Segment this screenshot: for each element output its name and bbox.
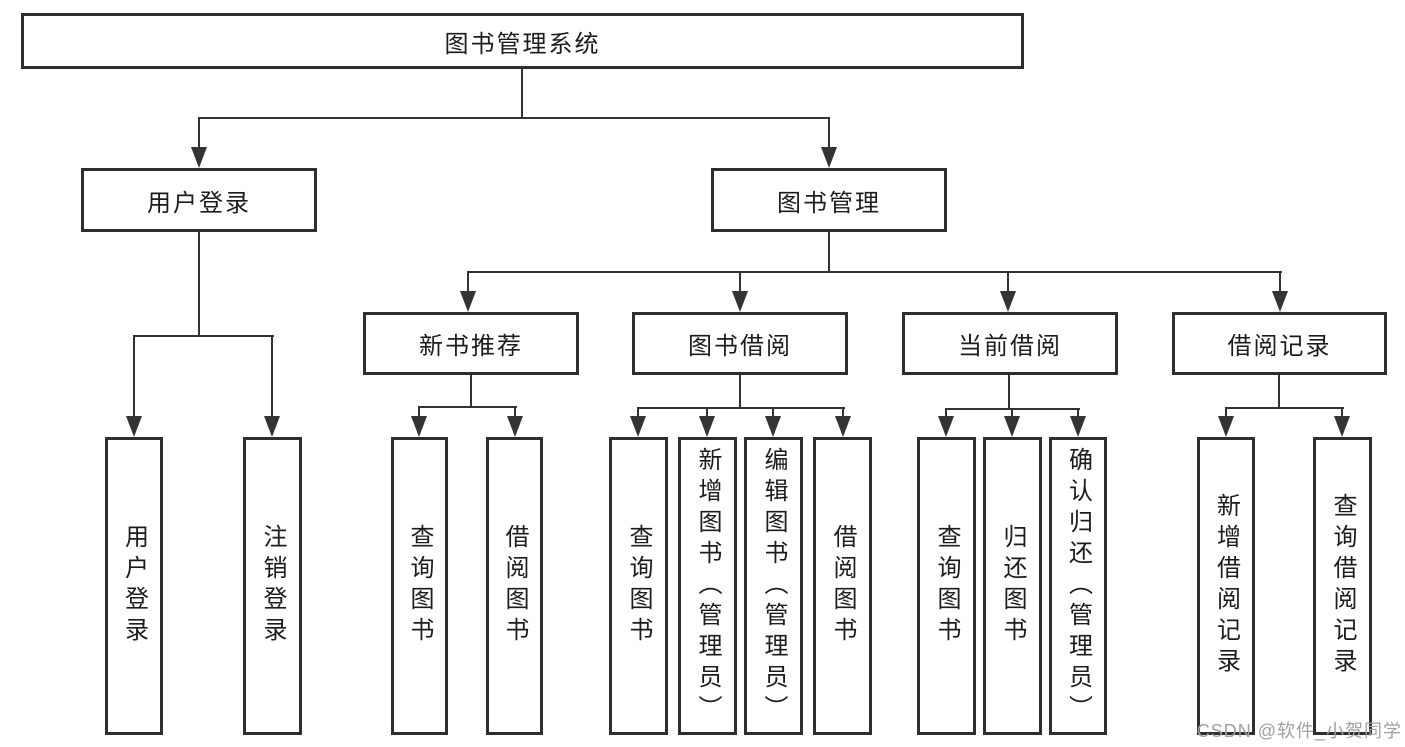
leaf-borrowing-edit-books-admin: 编辑图书（管理员） (744, 437, 803, 735)
connector-arrow-stem-br-query (1341, 407, 1343, 418)
leaf-user-login: 用户登录 (105, 437, 163, 735)
arrow-down-icon-logout-leaf (264, 416, 280, 437)
connector-arrow-stem-book-borrow (739, 271, 741, 293)
connector-root-stem (521, 69, 523, 117)
connector-arrow-stem-br-add (1225, 407, 1227, 418)
connector-borrow-records-hline (1225, 407, 1344, 409)
arrow-down-icon-br-add (1218, 416, 1234, 437)
connector-arrow-stem-new-books (467, 271, 469, 293)
leaf-logout: 注销登录 (243, 437, 302, 735)
connector-arrow-stem-cb-confirm (1077, 408, 1079, 418)
connector-arrow-stem-logout-leaf (271, 335, 273, 418)
arrow-down-icon-nb-query (411, 416, 427, 437)
leaf-borrowing-query-books: 查询图书 (609, 437, 668, 735)
connector-user-login-hline (133, 335, 274, 337)
arrow-down-icon-bb-borrow (835, 416, 851, 437)
node-borrow-records: 借阅记录 (1172, 312, 1387, 375)
arrow-down-icon-book-borrow (732, 291, 748, 312)
connector-arrow-stem-cb-return (1011, 408, 1013, 418)
node-current-borrowing: 当前借阅 (902, 312, 1118, 375)
connector-arrow-stem-nb-query (418, 406, 420, 418)
leaf-current-query-books: 查询图书 (917, 437, 976, 735)
connector-book-mgmt-stem (828, 232, 830, 273)
node-library-management-system: 图书管理系统 (21, 13, 1024, 69)
node-book-borrowing: 图书借阅 (632, 312, 848, 375)
arrow-down-icon-current-borrow (1000, 291, 1016, 312)
leaf-borrowing-add-books-admin: 新增图书（管理员） (678, 437, 737, 735)
node-user-login: 用户登录 (81, 168, 317, 232)
connector-current-borrow-stem (1008, 375, 1010, 410)
connector-user-login-stem (198, 232, 200, 337)
connector-arrow-stem-book-mgmt (828, 117, 830, 149)
connector-arrow-stem-cb-query (945, 408, 947, 418)
arrow-down-icon-book-mgmt (821, 147, 837, 168)
connector-arrow-stem-nb-borrow (514, 406, 516, 418)
connector-arrow-stem-bb-query (637, 407, 639, 418)
connector-book-borrow-stem (739, 375, 741, 409)
arrow-down-icon-login-leaf (126, 416, 142, 437)
leaf-newbooks-query-books: 查询图书 (391, 437, 448, 735)
arrow-down-icon-nb-borrow (507, 416, 523, 437)
connector-arrow-stem-bb-edit (772, 407, 774, 418)
arrow-down-icon-bb-query (630, 416, 646, 437)
connector-borrow-records-stem (1278, 375, 1280, 409)
leaf-newbooks-borrow-books: 借阅图书 (486, 437, 543, 735)
connector-root-hline (198, 117, 830, 119)
connector-new-books-hline (418, 406, 517, 408)
leaf-records-query-record: 查询借阅记录 (1313, 437, 1372, 735)
connector-book-borrow-hline (637, 407, 845, 409)
arrow-down-icon-new-books (460, 291, 476, 312)
arrow-down-icon-cb-return (1004, 416, 1020, 437)
arrow-down-icon-cb-confirm (1070, 416, 1086, 437)
arrow-down-icon-bb-add (699, 416, 715, 437)
leaf-current-return-books: 归还图书 (983, 437, 1042, 735)
leaf-current-confirm-return-admin: 确认归还（管理员） (1049, 437, 1107, 735)
connector-arrow-stem-login-leaf (133, 335, 135, 418)
arrow-down-icon-cb-query (938, 416, 954, 437)
node-new-book-recommend: 新书推荐 (363, 312, 579, 375)
arrow-down-icon-borrow-records (1272, 291, 1288, 312)
connector-arrow-stem-bb-add (706, 407, 708, 418)
arrow-down-icon-br-query (1334, 416, 1350, 437)
connector-arrow-stem-borrow-records (1279, 271, 1281, 293)
leaf-records-add-record: 新增借阅记录 (1197, 437, 1255, 735)
connector-new-books-stem (470, 375, 472, 408)
connector-arrow-stem-current-borrow (1007, 271, 1009, 293)
leaf-borrowing-borrow-books: 借阅图书 (813, 437, 872, 735)
arrow-down-icon-user-login (191, 147, 207, 168)
node-book-management: 图书管理 (711, 168, 947, 232)
csdn-watermark: CSDN @软件_小贺同学 (1196, 721, 1402, 741)
connector-arrow-stem-user-login (198, 117, 200, 149)
arrow-down-icon-bb-edit (765, 416, 781, 437)
connector-book-mgmt-hline (467, 271, 1282, 273)
connector-arrow-stem-bb-borrow (842, 407, 844, 418)
